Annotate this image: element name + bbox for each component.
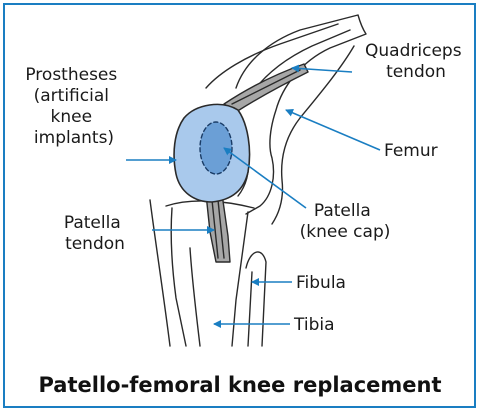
patella-label-1: Patella: [314, 201, 371, 221]
patella-tendon-label-2: tendon: [65, 234, 125, 254]
prostheses-label-4: implants): [34, 128, 114, 148]
anatomy: [150, 15, 366, 346]
tibia-crest: [190, 248, 200, 346]
prostheses-label-1: Prostheses: [25, 65, 117, 85]
svg-text:Quadriceps tendon: Quadriceps tendon: [365, 41, 467, 82]
patella-label-2: (knee cap): [300, 222, 391, 242]
tibia-label: Tibia: [293, 315, 335, 335]
tibia-outline: [171, 208, 186, 346]
fibula-label: Fibula: [296, 273, 346, 293]
femur-label: Femur: [384, 141, 438, 161]
fibula-inner: [248, 272, 252, 346]
patella-tendon-label-1: Patella: [64, 213, 121, 233]
quadriceps-label-1: Quadriceps: [365, 41, 462, 61]
prostheses-label-3: knee: [51, 107, 93, 127]
femur-arrow: [286, 110, 380, 150]
svg-text:Prostheses (artificial: Prostheses (artificial knee implants): [25, 65, 122, 148]
svg-text:Patella (knee cap): Patella (knee cap): [300, 201, 391, 242]
patella-shape: [200, 122, 232, 174]
prostheses-label-2: (artificial: [34, 86, 109, 106]
leg-front: [150, 200, 170, 346]
tibia-outline-2: [232, 212, 248, 346]
svg-text:Patella tendon: Patella tendon: [64, 213, 126, 254]
quadriceps-label-2: tendon: [386, 62, 446, 82]
femur-outline: [236, 15, 366, 214]
diagram-title: Patello-femoral knee replacement: [38, 373, 441, 397]
